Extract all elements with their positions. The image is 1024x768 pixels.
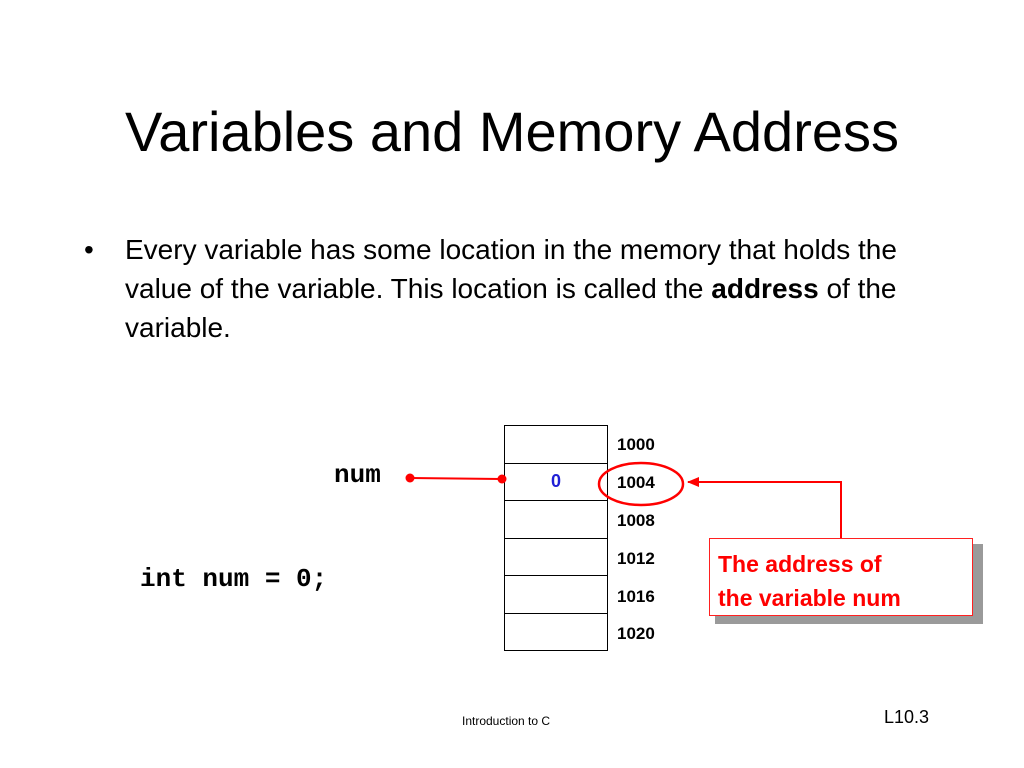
memory-cell [505, 576, 607, 614]
bullet-point: • Every variable has some location in th… [84, 230, 964, 347]
memory-address: 1012 [617, 548, 655, 568]
bullet-text-after: of the variable. [125, 273, 897, 343]
memory-address: 1000 [617, 435, 655, 454]
memory-cell [505, 614, 607, 651]
footer-page-number: L10.3 [884, 707, 930, 727]
memory-cell [505, 426, 607, 464]
memory-table: 0 [504, 425, 608, 651]
address-highlight-ellipse [597, 461, 685, 507]
bullet-marker: • [84, 234, 94, 265]
pointer-end-dot [497, 474, 507, 484]
bullet-text-before: Every variable has some location in the … [125, 234, 897, 304]
footer-course-title: Introduction to C [462, 714, 551, 728]
variable-name-label: num [334, 460, 381, 490]
memory-address: 1004 [617, 472, 655, 492]
address-list: 1000 1004 1008 1012 1016 1020 [617, 425, 655, 652]
memory-cell [505, 539, 607, 576]
memory-address: 1020 [617, 624, 655, 644]
callout-box: The address of the variable num [709, 538, 973, 616]
bullet-bold-term: address [711, 273, 819, 304]
callout-line-2: the variable num [718, 585, 901, 611]
memory-address: 1008 [617, 510, 655, 530]
memory-cell: 0 [505, 464, 607, 501]
variable-pointer-line [409, 477, 502, 480]
slide-title: Variables and Memory Address [125, 100, 899, 163]
pointer-start-dot [405, 473, 415, 483]
memory-address: 1016 [617, 586, 655, 606]
callout-arrow [687, 477, 842, 538]
bullet-text: Every variable has some location in the … [125, 230, 964, 347]
declaration-code: int num = 0; [140, 564, 328, 594]
memory-cell [505, 501, 607, 539]
callout-line-1: The address of [718, 551, 882, 577]
